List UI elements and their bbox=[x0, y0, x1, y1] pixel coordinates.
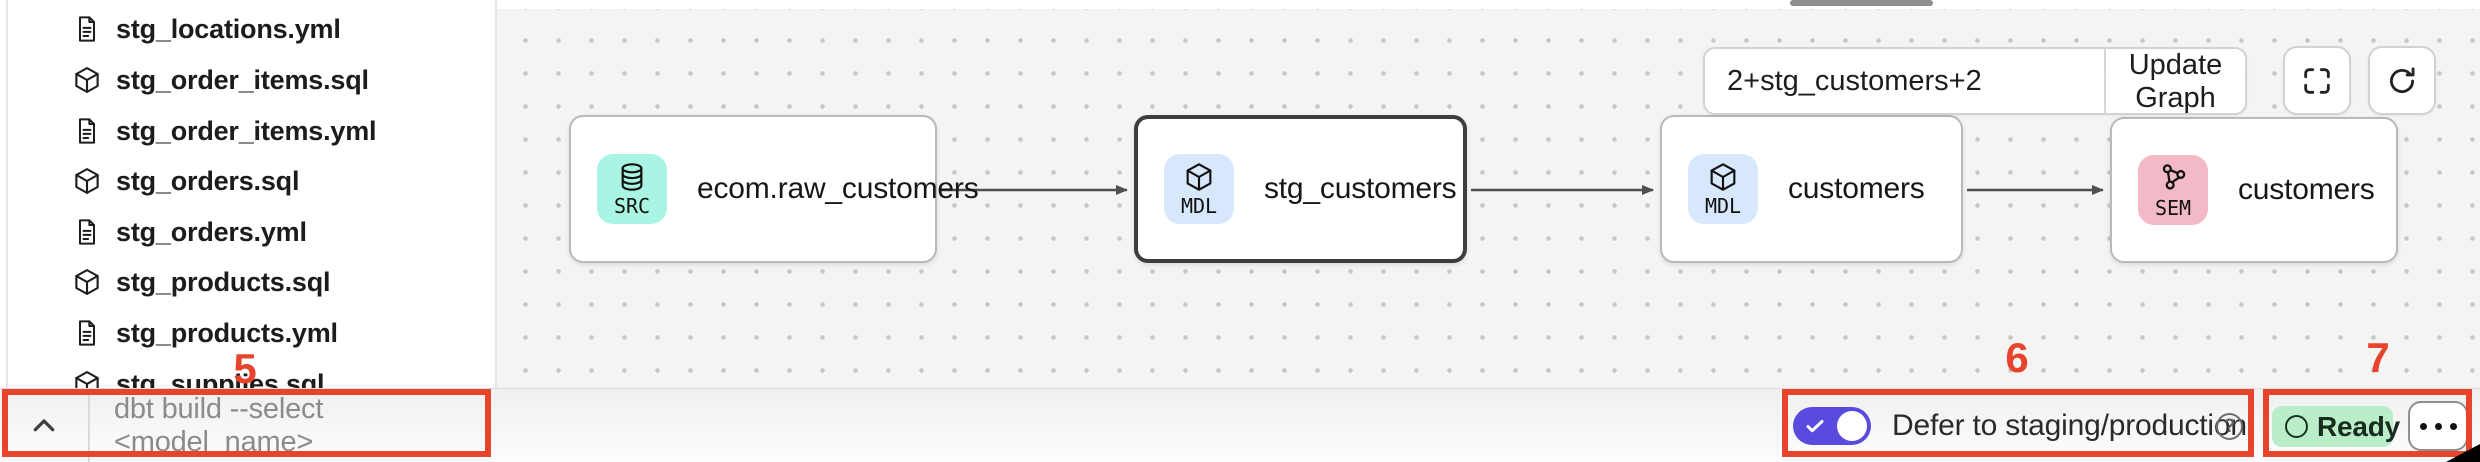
tree-indent-guide bbox=[6, 0, 8, 388]
horizontal-scrollbar-thumb[interactable] bbox=[1790, 0, 1933, 6]
defer-label: Defer to staging/production bbox=[1892, 409, 2247, 442]
node-label: ecom.raw_customers bbox=[697, 172, 979, 205]
node-label: stg_customers bbox=[1264, 172, 1457, 205]
mouse-cursor bbox=[2446, 444, 2480, 462]
file-name: stg_products.yml bbox=[116, 317, 338, 348]
model-badge: MDL bbox=[1164, 154, 1234, 224]
file-row[interactable]: stg_locations.yml bbox=[0, 4, 495, 54]
selector-input[interactable] bbox=[1705, 49, 2104, 113]
file-row[interactable]: stg_order_items.sql bbox=[0, 55, 495, 105]
file-name: stg_locations.yml bbox=[116, 13, 341, 44]
file-icon bbox=[72, 14, 102, 44]
fullscreen-icon bbox=[2304, 67, 2330, 94]
file-row[interactable]: stg_order_items.yml bbox=[0, 106, 495, 156]
graph-selector-bar: Update Graph bbox=[1703, 47, 2247, 115]
file-icon bbox=[72, 217, 102, 247]
model-badge: MDL bbox=[1688, 154, 1758, 224]
lineage-edges bbox=[939, 185, 2104, 195]
file-icon bbox=[72, 318, 102, 348]
node-label: customers bbox=[1788, 172, 1925, 205]
lineage-node-source[interactable]: SRC ecom.raw_customers bbox=[569, 115, 979, 263]
file-row[interactable]: stg_supplies.sql bbox=[0, 359, 495, 389]
command-bar-divider bbox=[88, 389, 90, 462]
scrollbar-track bbox=[497, 0, 2480, 9]
lineage-node-model-selected[interactable]: MDL stg_customers bbox=[1134, 115, 1467, 263]
file-row[interactable]: stg_orders.yml bbox=[0, 207, 495, 257]
lineage-node-model[interactable]: MDL customers bbox=[1660, 115, 1963, 263]
model-icon bbox=[72, 267, 102, 297]
toggle-knob bbox=[1837, 411, 1867, 441]
file-name: stg_order_items.yml bbox=[116, 115, 377, 146]
file-icon bbox=[72, 116, 102, 146]
chevron-up-icon bbox=[33, 419, 55, 432]
semantic-badge: SEM bbox=[2138, 155, 2208, 225]
file-name: stg_orders.yml bbox=[116, 216, 307, 247]
selector-divider bbox=[2104, 49, 2106, 113]
more-options-button[interactable] bbox=[2408, 401, 2468, 451]
badge-label: MDL bbox=[1180, 193, 1218, 218]
fullscreen-button[interactable] bbox=[2283, 46, 2351, 115]
refresh-icon bbox=[2390, 67, 2415, 93]
file-tree-sidebar: stg_locations.yml stg_order_items.sql st… bbox=[0, 0, 497, 388]
file-name: stg_supplies.sql bbox=[116, 368, 325, 389]
file-row[interactable]: stg_orders.sql bbox=[0, 156, 495, 206]
source-badge: SRC bbox=[597, 154, 667, 224]
badge-label: SEM bbox=[2154, 195, 2192, 220]
check-icon bbox=[1803, 414, 1827, 443]
file-row[interactable]: stg_products.sql bbox=[0, 257, 495, 307]
status-label: Ready bbox=[2317, 410, 2401, 442]
model-icon bbox=[72, 369, 102, 388]
file-row[interactable]: stg_products.yml bbox=[0, 308, 495, 358]
lineage-canvas[interactable]: SRC ecom.raw_customers MDL stg_customers… bbox=[497, 0, 2480, 388]
status-circle-icon bbox=[2285, 415, 2308, 438]
badge-label: SRC bbox=[613, 193, 651, 218]
status-badge: Ready bbox=[2272, 406, 2400, 447]
refresh-button[interactable] bbox=[2368, 46, 2436, 115]
defer-toggle[interactable] bbox=[1793, 407, 1871, 445]
node-label: customers bbox=[2238, 173, 2375, 206]
file-name: stg_order_items.sql bbox=[116, 64, 369, 95]
expand-command-panel-button[interactable] bbox=[22, 409, 66, 443]
model-icon bbox=[72, 166, 102, 196]
command-bar: dbt build --select <model_name> Defer to… bbox=[0, 388, 2480, 462]
ellipsis-icon bbox=[2419, 422, 2427, 430]
command-input[interactable]: dbt build --select <model_name> bbox=[114, 393, 324, 458]
badge-label: MDL bbox=[1704, 193, 1742, 218]
file-name: stg_products.sql bbox=[116, 266, 331, 297]
help-icon[interactable]: ? bbox=[2216, 413, 2243, 440]
update-graph-button[interactable]: Update Graph bbox=[2106, 49, 2245, 114]
file-name: stg_orders.sql bbox=[116, 165, 300, 196]
lineage-node-semantic[interactable]: SEM customers bbox=[2110, 117, 2398, 263]
model-icon bbox=[72, 65, 102, 95]
